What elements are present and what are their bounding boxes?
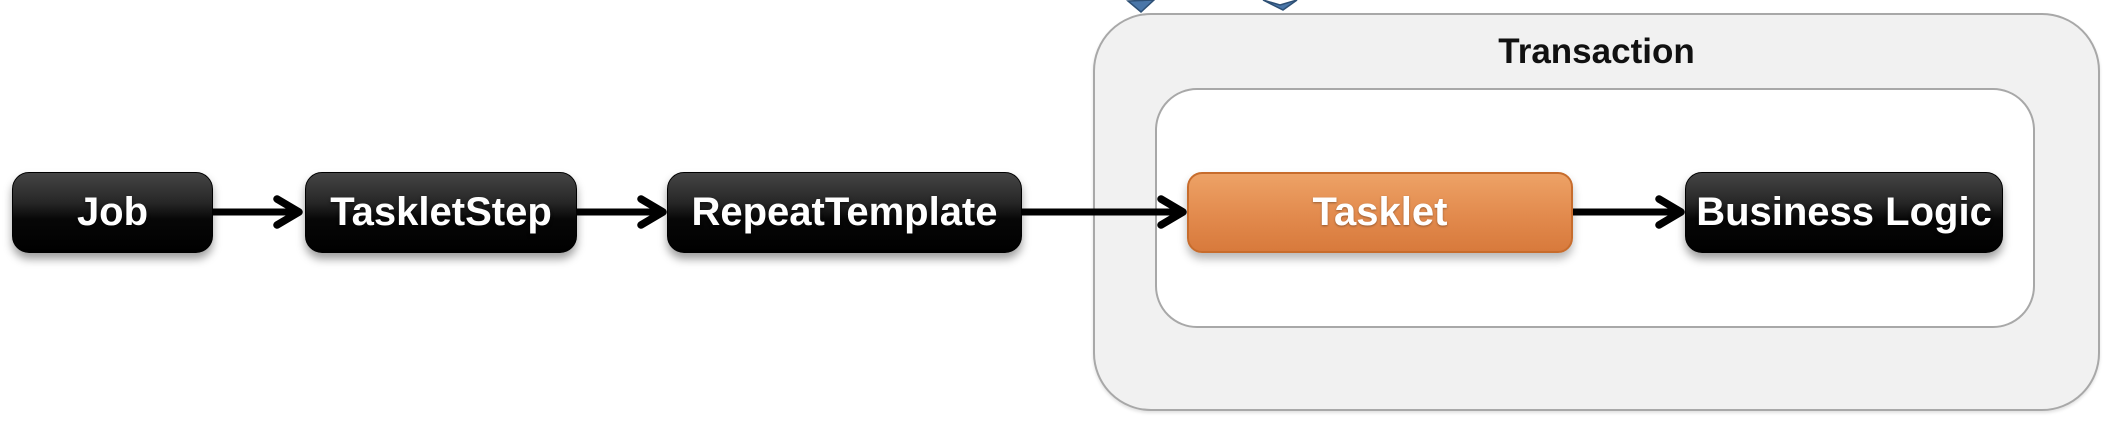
node-business-logic-label: Business Logic bbox=[1696, 190, 1992, 234]
node-tasklet-step: TaskletStep bbox=[305, 172, 577, 253]
loop-arrow-fragment-left-icon bbox=[1126, 0, 1156, 14]
node-repeat-template-label: RepeatTemplate bbox=[691, 190, 998, 234]
node-business-logic: Business Logic bbox=[1685, 172, 2003, 253]
node-tasklet-label: Tasklet bbox=[1312, 190, 1448, 234]
node-tasklet: Tasklet bbox=[1187, 172, 1573, 253]
loop-arrow-fragment-right-icon bbox=[1262, 0, 1298, 11]
node-job: Job bbox=[12, 172, 213, 253]
node-repeat-template: RepeatTemplate bbox=[667, 172, 1022, 253]
node-tasklet-step-label: TaskletStep bbox=[330, 190, 552, 234]
transaction-label: Transaction bbox=[1498, 32, 1695, 71]
node-job-label: Job bbox=[76, 190, 149, 234]
